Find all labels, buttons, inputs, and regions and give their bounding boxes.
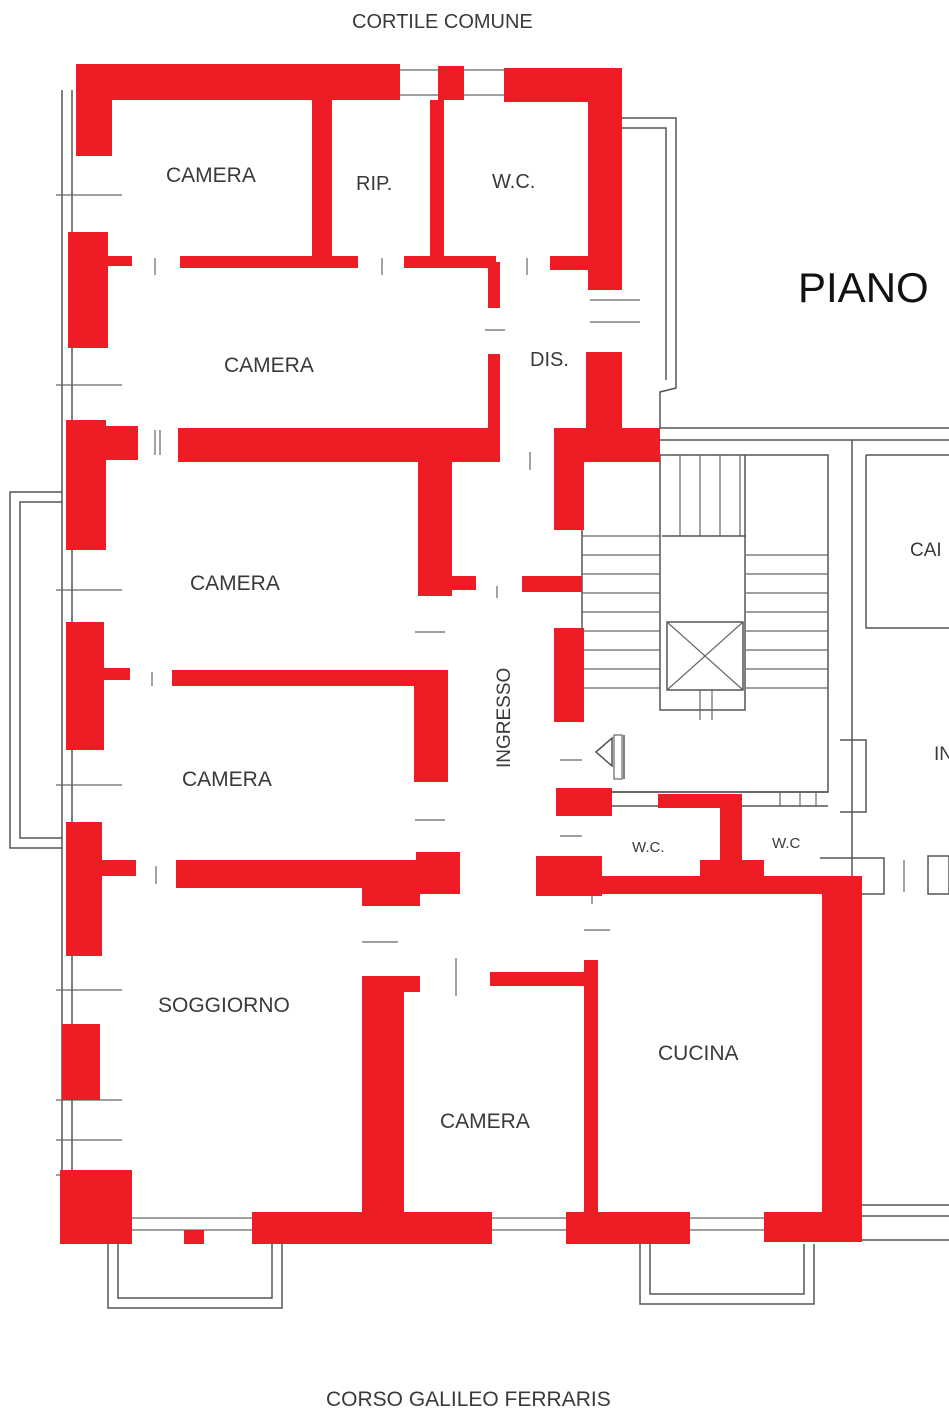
walls [60, 64, 862, 1244]
labels: CORTILE COMUNE CORSO GALILEO FERRARIS PI… [158, 11, 949, 1411]
room-label-soggiorno: SOGGIORNO [158, 994, 290, 1017]
room-label-wc-1: W.C. [492, 171, 535, 193]
room-label-camera-1: CAMERA [166, 164, 256, 187]
floor-title: PIANO [798, 264, 929, 311]
room-label-camera-5: CAMERA [440, 1110, 530, 1133]
room-label-wc-3: W.C [772, 835, 800, 852]
outline-lines [9, 69, 949, 1309]
bottom-street-label: CORSO GALILEO FERRARIS [326, 1388, 611, 1411]
room-label-wc-2: W.C. [632, 839, 665, 856]
room-label-camera-2: CAMERA [224, 354, 314, 377]
room-label-ripostiglio: RIP. [356, 173, 392, 195]
room-label-disimpegno: DIS. [530, 349, 569, 371]
room-label-camera-3: CAMERA [190, 572, 280, 595]
room-label-ingresso: INGRESSO [494, 668, 515, 768]
room-label-camera-4: CAMERA [182, 768, 272, 791]
neighbor-room-label-b: IN [934, 744, 949, 765]
neighbor-room-label-a: CAI [910, 540, 942, 561]
room-label-cucina: CUCINA [658, 1042, 739, 1065]
top-street-label: CORTILE COMUNE [352, 11, 533, 33]
